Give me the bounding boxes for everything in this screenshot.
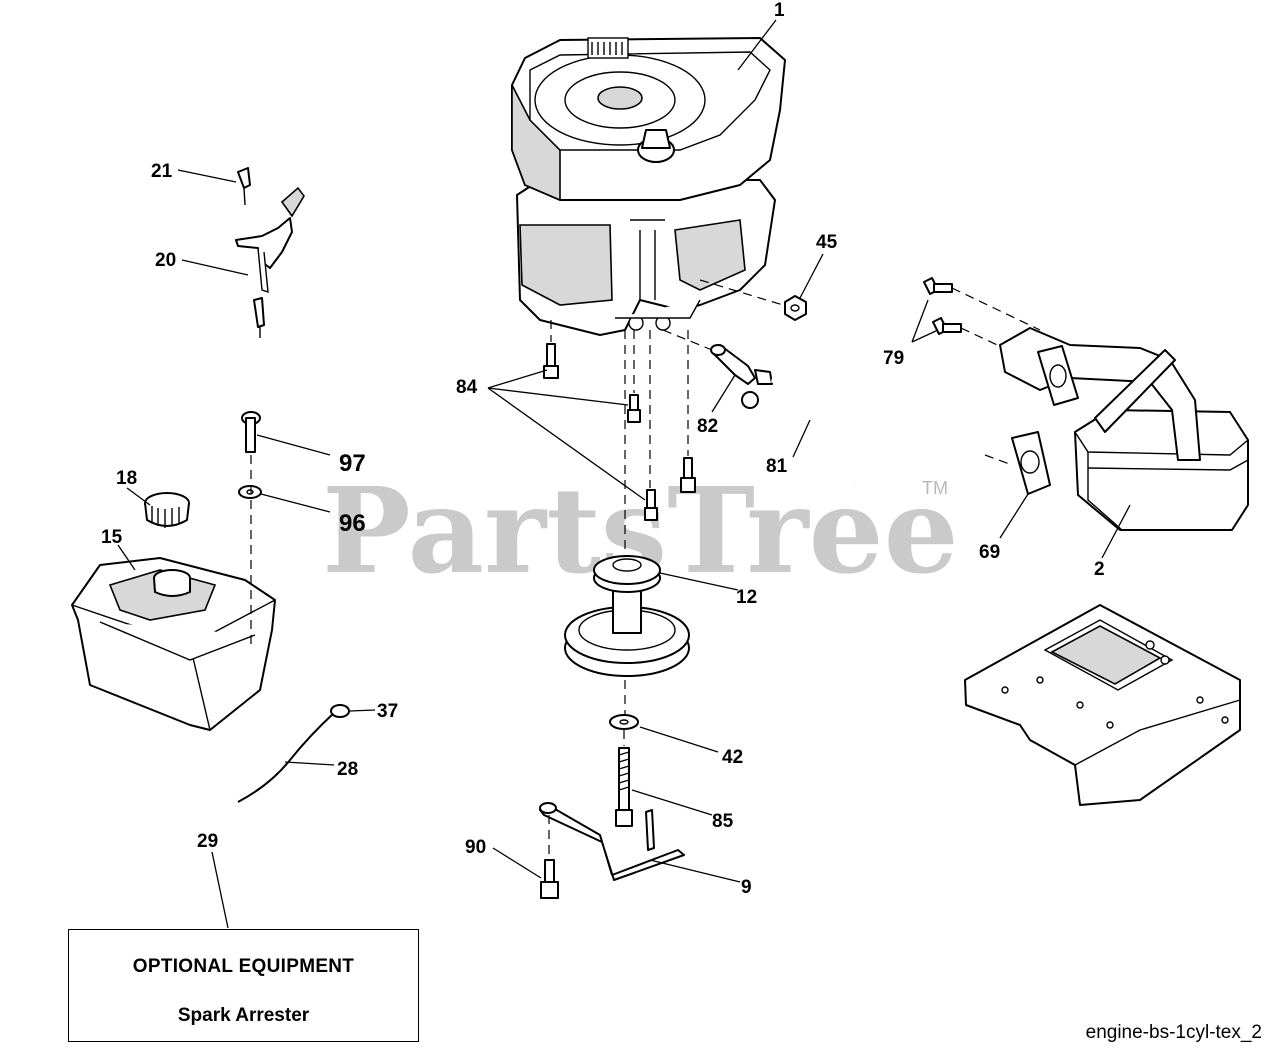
- hose-clamp[interactable]: [330, 704, 350, 718]
- callout-29: 29: [197, 831, 218, 852]
- callout-42: 42: [722, 747, 743, 768]
- nut-45[interactable]: [784, 295, 807, 321]
- callout-96: 96: [339, 510, 366, 537]
- fuel-line[interactable]: [237, 711, 336, 803]
- muffler-bolt-79-b[interactable]: [932, 317, 962, 335]
- diagram-code: engine-bs-1cyl-tex_2: [1085, 1022, 1262, 1043]
- callout-90: 90: [465, 837, 486, 858]
- optional-equipment-title: OPTIONAL EQUIPMENT: [132, 956, 355, 977]
- washer-42[interactable]: [609, 714, 639, 730]
- engine-mount-plate[interactable]: [964, 604, 1241, 806]
- callout-69: 69: [979, 542, 1000, 563]
- bolt-84-b[interactable]: [627, 394, 641, 423]
- callout-82: 82: [697, 416, 718, 437]
- fuel-valve-82[interactable]: [710, 344, 773, 409]
- callout-2: 2: [1094, 559, 1105, 580]
- watermark-trademark: TM: [922, 478, 948, 498]
- engine[interactable]: [511, 37, 786, 336]
- fuel-tank[interactable]: [71, 557, 276, 731]
- fuel-line-81[interactable]: [770, 373, 858, 490]
- optional-equipment-item: Spark Arrester: [177, 1005, 310, 1026]
- callout-45: 45: [816, 232, 838, 253]
- callout-21: 21: [151, 161, 173, 182]
- muffler-gasket-69[interactable]: [1011, 431, 1051, 495]
- callout-37: 37: [377, 701, 398, 722]
- washer-96[interactable]: [238, 485, 262, 499]
- bracket-9[interactable]: [539, 802, 685, 881]
- screw-97[interactable]: [241, 411, 261, 453]
- leader-lines: [117, 19, 1131, 929]
- bolt-84-d[interactable]: [644, 489, 658, 521]
- callout-81: 81: [766, 456, 788, 477]
- callout-1: 1: [774, 0, 785, 21]
- callout-28: 28: [337, 759, 358, 780]
- bolt-84-a[interactable]: [543, 343, 559, 379]
- callout-12: 12: [736, 587, 757, 608]
- callout-79: 79: [883, 348, 904, 369]
- bolt-85[interactable]: [615, 747, 633, 827]
- optional-equipment-box: OPTIONAL EQUIPMENT Spark Arrester: [68, 929, 419, 1042]
- callout-18: 18: [116, 468, 137, 489]
- callout-85: 85: [712, 811, 734, 832]
- callout-84: 84: [456, 377, 478, 398]
- pulley-12[interactable]: [564, 555, 690, 677]
- muffler-bolt-79-a[interactable]: [923, 277, 953, 295]
- muffler[interactable]: [999, 327, 1249, 531]
- throttle-control[interactable]: [235, 167, 305, 338]
- callout-97: 97: [339, 450, 366, 477]
- callout-20: 20: [155, 250, 176, 271]
- bolt-90[interactable]: [540, 859, 559, 899]
- fuel-cap[interactable]: [144, 492, 190, 528]
- callout-15: 15: [101, 527, 123, 548]
- bolt-84-c[interactable]: [680, 457, 696, 493]
- callout-9: 9: [741, 877, 752, 898]
